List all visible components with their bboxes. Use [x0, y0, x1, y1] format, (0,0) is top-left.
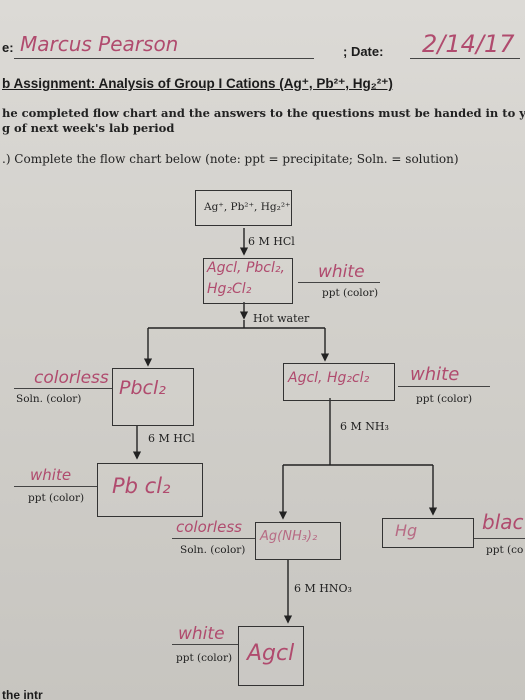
date-label: ; Date: [343, 44, 384, 59]
ag-complex-color-underline [172, 538, 256, 539]
chlorides-ppt-color: white [318, 262, 365, 282]
question-text: .) Complete the flow chart below (note: … [2, 152, 459, 166]
student-name: Marcus Pearson [20, 32, 179, 56]
agcl-color-underline [172, 644, 238, 645]
hg-ppt-label: ppt (co [486, 544, 524, 556]
start-cations-box: Ag⁺, Pb²⁺, Hg₂²⁺ [195, 190, 292, 226]
hg-color-underline [474, 538, 525, 539]
hg-ppt-color: blac [482, 510, 524, 534]
name-prefix: e: [2, 40, 14, 55]
hg-ppt-box: Hg [382, 518, 474, 548]
pbcl2-ppt-text: Pb cl₂ [112, 474, 171, 498]
name-underline [14, 58, 314, 59]
ag-complex-label: Soln. (color) [180, 544, 246, 556]
chlorides-color-underline [298, 282, 380, 283]
pbcl2-ppt-label: ppt (color) [28, 492, 85, 504]
ag-hg-color-label: ppt (color) [416, 393, 473, 405]
pb-solution-color: colorless [34, 368, 109, 388]
date-value: 2/14/17 [422, 30, 515, 58]
start-cations-text: Ag⁺, Pb²⁺, Hg₂²⁺ [204, 201, 291, 213]
pb-solution-text: Pbcl₂ [119, 377, 166, 399]
reagent-nh3: 6 M NH₃ [340, 420, 389, 433]
ag-hg-color-underline [398, 386, 490, 387]
ag-complex-color: colorless [176, 518, 242, 536]
reagent-hcl-1: 6 M HCl [248, 235, 295, 248]
agcl-ppt-text: Agcl [247, 641, 295, 666]
reagent-hot-water: Hot water [253, 312, 310, 325]
chlorides-ppt-line-2: Hg₂Cl₂ [207, 281, 252, 297]
ag-complex-text: Ag(NH₃)₂ [260, 529, 318, 544]
footer-fragment: the intr [2, 688, 43, 700]
ag-hg-ppt-text: Agcl, Hg₂cl₂ [288, 370, 370, 386]
instruction-line-1: he completed flow chart and the answers … [2, 106, 525, 120]
reagent-hno3: 6 M HNO₃ [294, 582, 352, 595]
pbcl2-ppt-box: Pb cl₂ [97, 463, 203, 517]
ag-hg-ppt-color: white [410, 364, 460, 385]
date-underline [410, 58, 520, 59]
agcl-ppt-label: ppt (color) [176, 652, 233, 664]
pb-solution-color-underline [14, 388, 112, 389]
chlorides-ppt-box: Agcl, Pbcl₂, Hg₂Cl₂ [203, 258, 293, 304]
chlorides-color-label: ppt (color) [322, 287, 379, 299]
instruction-line-2: g of next week's lab period [2, 121, 175, 135]
hg-ppt-text: Hg [395, 521, 418, 540]
ag-hg-ppt-box: Agcl, Hg₂cl₂ [283, 363, 395, 401]
pbcl2-color-underline [14, 486, 98, 487]
pb-solution-label: Soln. (color) [16, 393, 82, 405]
agcl-ppt-color: white [178, 624, 225, 644]
chlorides-ppt-line-1: Agcl, Pbcl₂, [207, 260, 285, 276]
page-title: b Assignment: Analysis of Group I Cation… [2, 76, 393, 91]
ag-complex-box: Ag(NH₃)₂ [255, 522, 341, 560]
agcl-ppt-box: Agcl [238, 626, 304, 686]
reagent-hcl-2: 6 M HCl [148, 432, 195, 445]
pbcl2-ppt-color: white [30, 466, 72, 484]
pb-solution-box: Pbcl₂ [112, 368, 194, 426]
